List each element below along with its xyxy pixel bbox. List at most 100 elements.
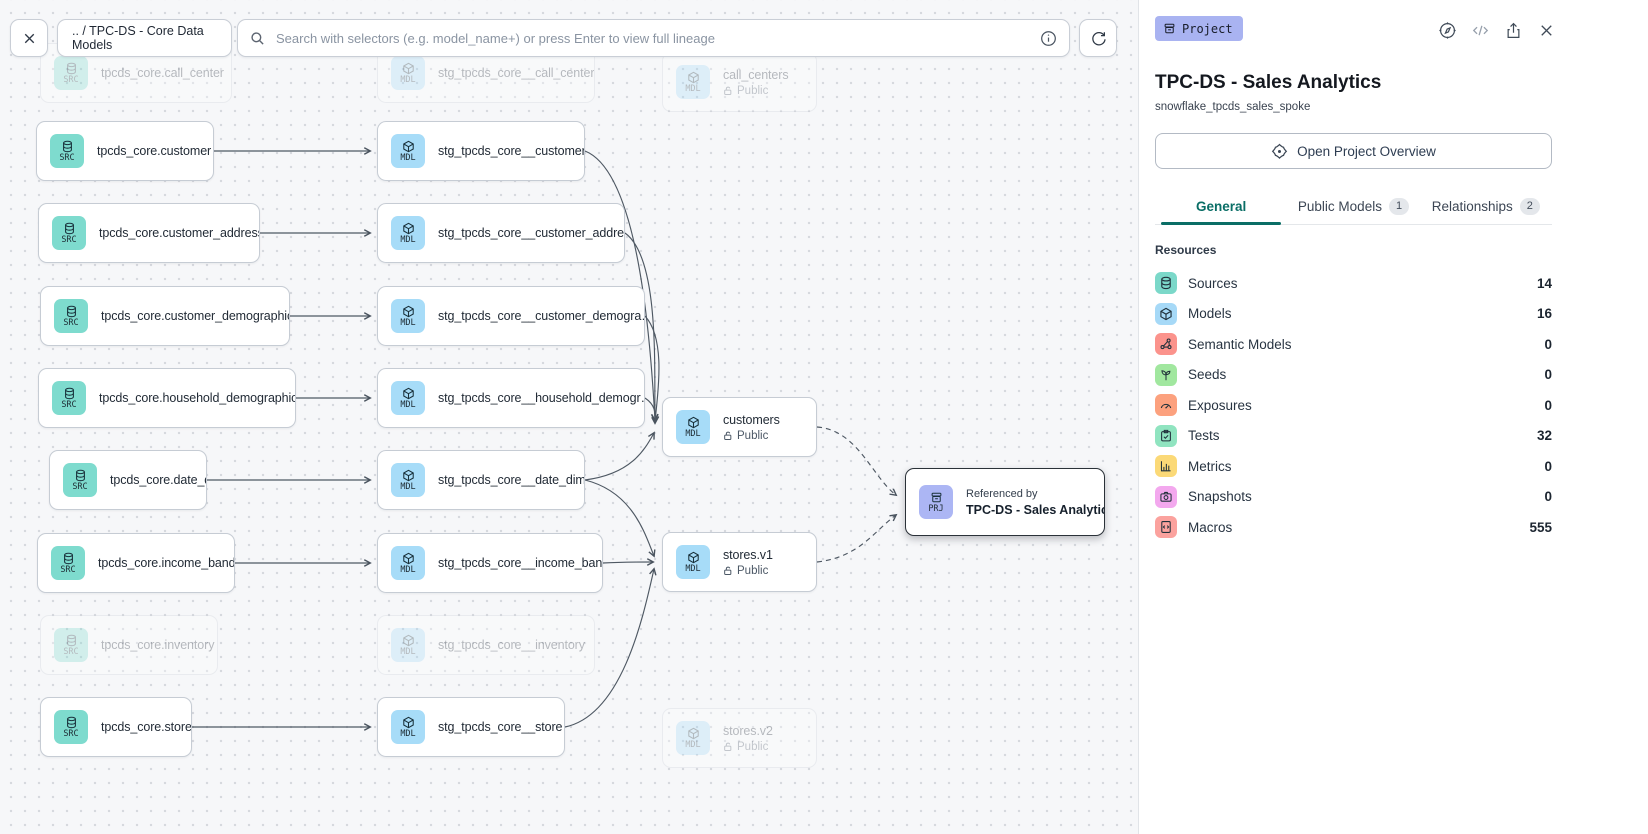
node-type-badge: MDL — [400, 153, 416, 163]
node-label: tpcds_core.household_demographics — [99, 391, 296, 405]
node-type-badge: MDL — [400, 318, 416, 328]
node-label: stg_tpcds_core__call_center — [438, 66, 595, 80]
project-icon: PRJ — [919, 485, 953, 519]
model-icon: MDL — [676, 545, 710, 579]
lineage-node-stg-customer-demographics[interactable]: MDL stg_tpcds_core__customer_demogra… — [377, 286, 645, 346]
source-icon: SRC — [52, 216, 86, 250]
resource-count: 0 — [1544, 489, 1552, 505]
node-label: call_centers — [723, 67, 789, 82]
node-label: stores.v1 — [723, 547, 773, 562]
resources-list: Sources 14 Models 16 Semantic Models 0 S… — [1155, 268, 1552, 543]
lineage-canvas[interactable]: SRC tpcds_core.call_center SRC tpcds_cor… — [0, 0, 1138, 834]
share-button[interactable] — [1501, 18, 1525, 42]
bar-chart-icon — [1155, 455, 1177, 478]
source-icon: SRC — [50, 134, 84, 168]
source-icon: SRC — [54, 628, 88, 662]
resource-row-tests[interactable]: Tests 32 — [1155, 421, 1552, 452]
explore-button[interactable] — [1435, 18, 1459, 42]
resource-row-exposures[interactable]: Exposures 0 — [1155, 390, 1552, 421]
lineage-node-project-sales-analytics[interactable]: PRJ Referenced by TPC-DS - Sales Analyti… — [905, 468, 1105, 536]
lineage-node-stg-income-band[interactable]: MDL stg_tpcds_core__income_band — [377, 533, 603, 593]
node-label: tpcds_core.income_band — [98, 556, 235, 570]
breadcrumb-label: .. / TPC-DS - Core Data Models — [72, 24, 204, 52]
search-input[interactable] — [274, 29, 1031, 47]
node-type-badge: MDL — [685, 740, 701, 750]
resource-row-sources[interactable]: Sources 14 — [1155, 268, 1552, 299]
lineage-node-stg-inventory[interactable]: MDL stg_tpcds_core__inventory — [377, 615, 595, 675]
panel-tabs: General Public Models 1 Relationships 2 — [1155, 189, 1552, 225]
lineage-node-src-store[interactable]: SRC tpcds_core.store — [40, 697, 192, 757]
close-icon — [24, 33, 34, 43]
model-icon: MDL — [391, 216, 425, 250]
tab-public-models[interactable]: Public Models 1 — [1287, 189, 1419, 224]
close-lineage-button[interactable] — [10, 19, 48, 57]
resource-row-models[interactable]: Models 16 — [1155, 299, 1552, 330]
lineage-node-src-customer[interactable]: SRC tpcds_core.customer — [36, 121, 214, 181]
node-label: stores.v2 — [723, 723, 773, 738]
model-icon: MDL — [676, 410, 710, 444]
refresh-lineage-button[interactable] — [1079, 19, 1117, 57]
resource-row-metrics[interactable]: Metrics 0 — [1155, 451, 1552, 482]
node-label: stg_tpcds_core__income_band — [438, 556, 603, 570]
resource-row-snapshots[interactable]: Snapshots 0 — [1155, 482, 1552, 513]
lock-open-icon — [724, 742, 732, 751]
source-icon: SRC — [51, 546, 85, 580]
resource-count: 0 — [1544, 397, 1552, 413]
seedling-icon — [1155, 363, 1177, 386]
tab-count-badge: 1 — [1388, 197, 1410, 216]
resource-count: 14 — [1536, 275, 1552, 291]
lineage-node-customers[interactable]: MDL customers Public — [662, 397, 817, 457]
source-icon: SRC — [52, 381, 86, 415]
open-project-overview-button[interactable]: Open Project Overview — [1155, 133, 1552, 169]
model-icon: MDL — [391, 299, 425, 333]
breadcrumb[interactable]: .. / TPC-DS - Core Data Models — [57, 19, 232, 57]
node-type-badge: SRC — [61, 400, 77, 410]
lineage-node-stg-customer-address[interactable]: MDL stg_tpcds_core__customer_address — [377, 203, 625, 263]
model-icon: MDL — [391, 710, 425, 744]
lineage-node-src-household-demographics[interactable]: SRC tpcds_core.household_demographics — [38, 368, 296, 428]
node-type-badge: SRC — [63, 318, 79, 328]
tab-relationships[interactable]: Relationships 2 — [1420, 189, 1552, 224]
node-type-badge: PRJ — [928, 504, 944, 514]
resource-row-macros[interactable]: Macros 555 — [1155, 512, 1552, 543]
node-visibility: Public — [723, 430, 780, 442]
node-label: stg_tpcds_core__customer_address — [438, 226, 625, 240]
compass-icon — [1438, 21, 1456, 39]
view-code-button[interactable] — [1468, 18, 1492, 42]
lock-open-icon — [724, 86, 732, 95]
info-icon[interactable] — [1040, 30, 1057, 47]
lineage-node-stores-v1[interactable]: MDL stores.v1 Public — [662, 532, 817, 592]
project-details-panel: Project TPC-DS - Sales Analytics snowfla… — [1138, 0, 1648, 834]
resources-heading: Resources — [1155, 243, 1217, 257]
resource-row-seeds[interactable]: Seeds 0 — [1155, 360, 1552, 391]
lineage-node-call-centers[interactable]: MDL call_centers Public — [662, 52, 817, 112]
node-label: tpcds_core.date_dim — [110, 473, 206, 487]
lineage-node-stg-date-dim[interactable]: MDL stg_tpcds_core__date_dim — [377, 450, 585, 510]
close-panel-button[interactable] — [1534, 18, 1558, 42]
lineage-node-stores-v2[interactable]: MDL stores.v2 Public — [662, 708, 817, 768]
model-icon: MDL — [391, 463, 425, 497]
node-label: stg_tpcds_core__customer_demogra… — [438, 309, 645, 323]
project-subtitle: snowflake_tpcds_sales_spoke — [1155, 101, 1311, 113]
panel-toolbar — [1435, 18, 1558, 42]
lineage-node-src-date-dim[interactable]: SRC tpcds_core.date_dim — [49, 450, 207, 510]
tab-general[interactable]: General — [1155, 189, 1287, 225]
node-label: stg_tpcds_core__customer — [438, 144, 585, 158]
node-label: tpcds_core.customer_address — [99, 226, 260, 240]
node-type-badge: MDL — [685, 429, 701, 439]
node-label: customers — [723, 412, 780, 427]
lineage-search-bar[interactable] — [237, 19, 1070, 57]
source-icon: SRC — [54, 710, 88, 744]
lineage-node-src-customer-address[interactable]: SRC tpcds_core.customer_address — [38, 203, 260, 263]
node-label: tpcds_core.call_center — [101, 66, 224, 80]
lineage-node-stg-customer[interactable]: MDL stg_tpcds_core__customer — [377, 121, 585, 181]
resource-count: 0 — [1544, 458, 1552, 474]
lineage-node-stg-household-demographics[interactable]: MDL stg_tpcds_core__household_demogr… — [377, 368, 645, 428]
lineage-node-src-customer-demographics[interactable]: SRC tpcds_core.customer_demographics — [40, 286, 290, 346]
lineage-node-stg-store[interactable]: MDL stg_tpcds_core__store — [377, 697, 565, 757]
share-icon — [1507, 22, 1519, 38]
lineage-node-src-inventory[interactable]: SRC tpcds_core.inventory — [40, 615, 218, 675]
lineage-node-src-income-band[interactable]: SRC tpcds_core.income_band — [37, 533, 235, 593]
node-type-badge: SRC — [63, 75, 79, 85]
resource-row-semantic-models[interactable]: Semantic Models 0 — [1155, 329, 1552, 360]
